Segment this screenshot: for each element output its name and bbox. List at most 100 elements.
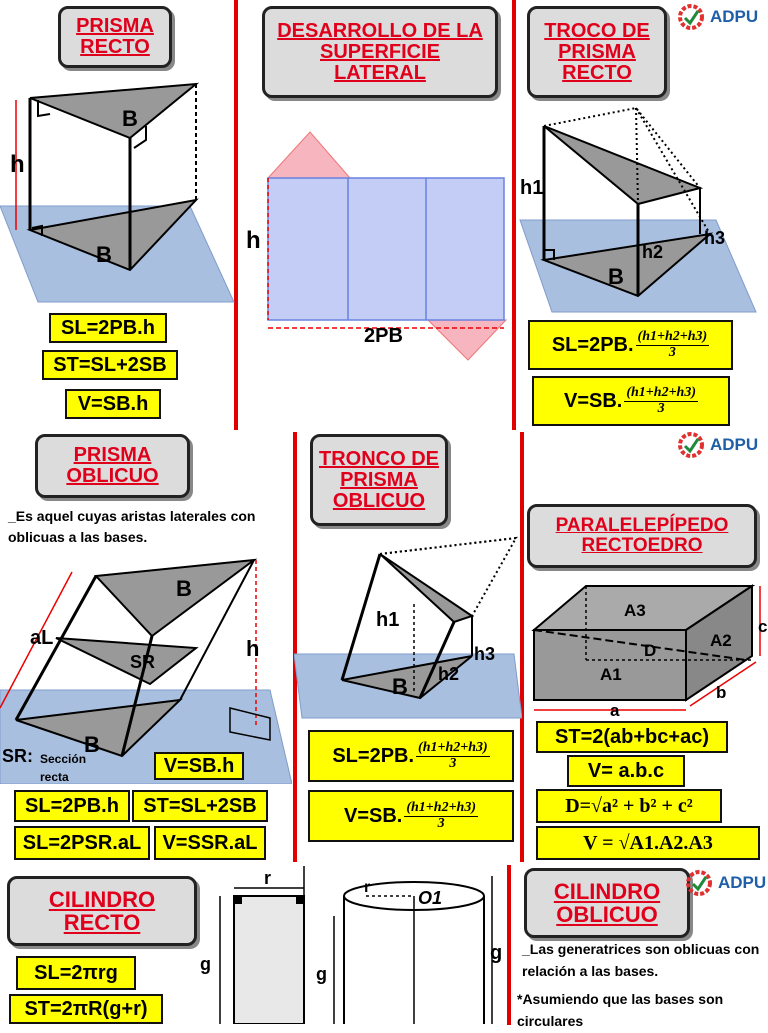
cilindro-desarrollo-figure: r g (200, 866, 305, 1024)
formula-sl-tronco-prefix: SL=2PB. (332, 744, 415, 767)
formula-v-paralelepipedo: V= a.b.c (567, 755, 685, 787)
top-triangle (266, 131, 352, 179)
fraction-den: 3 (449, 755, 457, 771)
title-cilindro-oblicuo-text: CILINDRO OBLICUO (553, 878, 661, 927)
formula-st-cilindro: ST=2πR(g+r) (9, 994, 163, 1024)
label-h3-troco: h3 (704, 228, 725, 248)
prisma-oblicuo-figure: aL B SR B h (0, 558, 292, 784)
formula-v-prisma-recto: V=SB.h (65, 389, 161, 419)
logo-text: ADPU (710, 7, 759, 26)
tronco-oblicuo-figure: h1 h2 h3 B (294, 536, 522, 719)
divider-v5 (507, 865, 511, 1025)
title-cilindro-recto: CILINDRO RECTO (7, 876, 197, 946)
label-a2: A2 (710, 631, 732, 650)
formula-st-paralelepipedo: ST=2(ab+bc+ac) (536, 721, 728, 753)
label-c: c (758, 617, 767, 636)
fraction-num: (h1+h2+h3) (624, 384, 698, 402)
label-a: a (610, 701, 620, 716)
description-cilindro-oblicuo: _Las generatrices son oblicuas con relac… (522, 941, 760, 980)
title-troco: TROCO DE PRISMA RECTO (527, 6, 667, 98)
paralelepipedo-figure: A3 A2 A1 D a b c (531, 584, 767, 716)
label-r-cilindro: r (364, 879, 370, 896)
bottom-triangle (426, 319, 508, 361)
label-h2-tronco: h2 (438, 664, 459, 684)
formula-v-tronco-prefix: V=SB. (344, 804, 403, 827)
formula-sl-psr-oblicuo: SL=2PSR.aL (14, 826, 150, 860)
title-paralelepipedo-text: PARALELEPÍPEDO RECTOEDRO (555, 515, 729, 556)
label-o1: O1 (418, 888, 442, 908)
label-h-desarrollo: h (246, 227, 261, 254)
label-g-oblicuo: g (490, 942, 503, 964)
title-desarrollo-text: DESARROLLO DE LA SUPERFICIE LATERAL (277, 19, 483, 84)
formula-v-tronco: V=SB. (h1+h2+h3)3 (308, 790, 514, 842)
label-a1: A1 (600, 665, 622, 684)
logo-text: ADPU (710, 435, 759, 454)
label-h3-tronco: h3 (474, 644, 495, 664)
divider-v3 (293, 432, 297, 862)
formula-v-troco-prefix: V=SB. (564, 389, 623, 412)
formula-sl-troco-prefix: SL=2PB. (551, 333, 634, 356)
formula-sl-tronco: SL=2PB. (h1+h2+h3)3 (308, 730, 514, 782)
title-prisma-recto-text: PRISMA RECTO (76, 15, 154, 58)
label-h1-troco: h1 (520, 177, 543, 199)
label-h-oblicuo: h (246, 636, 259, 661)
label-b-top-oblicuo: B (176, 576, 192, 601)
title-tronco-oblicuo: TRONCO DE PRISMA OBLICUO (310, 434, 448, 526)
lateral-rect (267, 177, 505, 321)
formula-sl-troco: SL=2PB. (h1+h2+h3)3 (528, 320, 733, 370)
formula-v-ssr-oblicuo: V=SSR.aL (154, 826, 266, 860)
label-h2-troco: h2 (642, 242, 663, 262)
fraction-sl-troco: (h1+h2+h3)3 (635, 328, 710, 360)
title-tronco-oblicuo-text: TRONCO DE PRISMA OBLICUO (319, 447, 439, 512)
title-paralelepipedo: PARALELEPÍPEDO RECTOEDRO (527, 504, 757, 568)
label-al: aL (30, 627, 53, 649)
label-b-bottom-oblicuo: B (84, 732, 100, 757)
formula-v-prisma-oblicuo: V=SB.h (154, 752, 244, 780)
label-b-bottom: B (96, 242, 112, 267)
logo-text: ADPU (718, 873, 767, 892)
logo-middle: ADPU (676, 430, 758, 460)
fraction-den: 3 (657, 400, 665, 416)
divider-v2 (512, 0, 516, 430)
gear-icon (686, 870, 712, 896)
bottom-base (26, 198, 199, 272)
label-r: r (264, 868, 271, 888)
label-a3: A3 (624, 601, 646, 620)
formula-v-troco: V=SB. (h1+h2+h3)3 (532, 376, 730, 426)
formula-v2-paralelepipedo: V = √A1.A2.A3 (536, 826, 760, 860)
fraction-den: 3 (668, 344, 676, 360)
formula-sl-prisma-recto: SL=2PB.h (49, 313, 167, 343)
logo-bottom: ADPU (684, 868, 766, 898)
note-cilindro-oblicuo: *Asumiendo que las bases son circulares (517, 991, 724, 1030)
label-sr: SR (130, 652, 155, 672)
divider-v1 (234, 0, 238, 430)
label-g-1: g (200, 954, 211, 974)
label-h: h (10, 151, 25, 178)
desarrollo-figure: h 2PB (246, 131, 508, 361)
formula-st-prisma-recto: ST=SL+2SB (42, 350, 178, 380)
label-b-top: B (122, 106, 138, 131)
fraction-v-tronco: (h1+h2+h3)3 (404, 800, 478, 831)
prisma-recto-figure: B B h (0, 82, 235, 303)
fraction-v-troco: (h1+h2+h3)3 (624, 384, 698, 416)
formula-d-paralelepipedo: D=√a² + b² + c² (536, 789, 722, 823)
title-cilindro-recto-text: CILINDRO RECTO (48, 886, 156, 935)
logo-top: ADPU (676, 2, 758, 32)
gear-icon (678, 4, 704, 30)
fraction-den: 3 (437, 815, 445, 831)
label-h1-tronco: h1 (376, 609, 399, 631)
label-b-troco: B (608, 264, 624, 289)
label-g-2: g (316, 964, 327, 984)
label-d: D (644, 641, 656, 660)
title-prisma-oblicuo-text: PRISMA OBLICUO (66, 444, 159, 487)
fraction-num: (h1+h2+h3) (635, 328, 710, 346)
gear-icon (678, 432, 704, 458)
formula-st-oblicuo: ST=SL+2SB (132, 790, 268, 822)
formula-sl-pb-oblicuo: SL=2PB.h (14, 790, 130, 822)
fraction-sl-tronco: (h1+h2+h3)3 (416, 739, 490, 771)
label-b: b (716, 683, 726, 702)
label-b-tronco: B (392, 674, 408, 699)
caption-seccion: Sección recta (40, 752, 87, 784)
title-prisma-oblicuo: PRISMA OBLICUO (35, 434, 190, 498)
fraction-num: (h1+h2+h3) (416, 739, 490, 757)
